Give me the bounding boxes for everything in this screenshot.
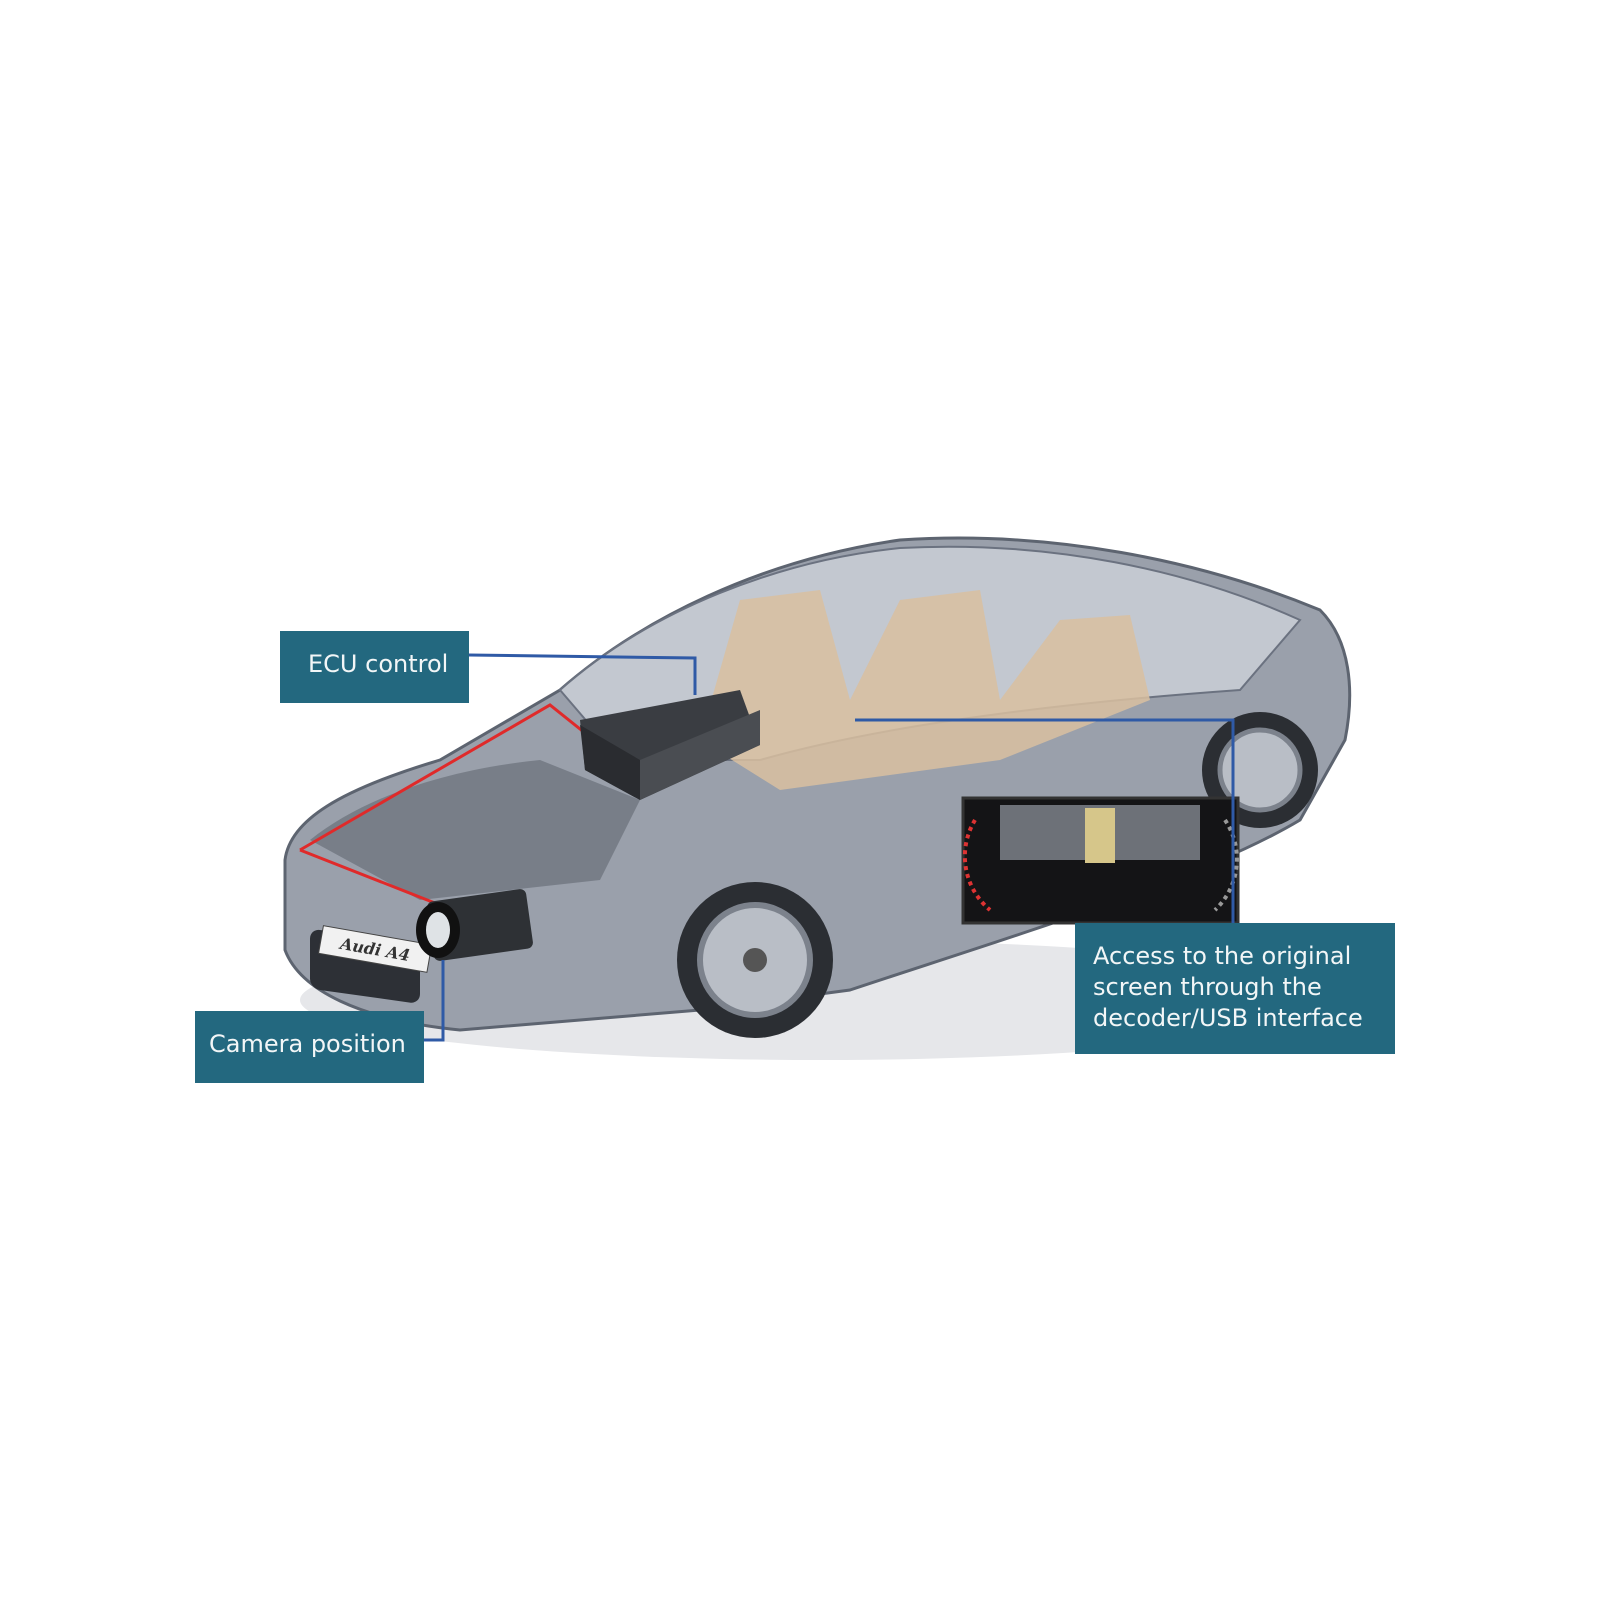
camera-position-label: Camera position: [195, 1011, 424, 1083]
screen-access-line-1: Access to the original: [1093, 942, 1352, 970]
ecu-leader-line: [468, 653, 697, 695]
screen-access-label: Access to the original screen through th…: [1075, 923, 1395, 1054]
ecu-box-image: [580, 690, 760, 800]
screen-access-line-3: decoder/USB interface: [1093, 1004, 1363, 1032]
camera-cable-lower: [299, 848, 441, 907]
camera-image: [416, 889, 533, 961]
camera-leader-line: [424, 960, 445, 1042]
ecu-control-label: ECU control: [280, 631, 469, 703]
screen-access-line-2: screen through the: [1093, 973, 1322, 1001]
ecu-control-text: ECU control: [308, 650, 449, 678]
camera-position-text: Camera position: [209, 1030, 406, 1058]
license-plate: Audi A4: [317, 925, 433, 973]
dashboard-screen-image: [961, 796, 1240, 925]
screen-leader-line: [855, 718, 1235, 923]
rear-wheel: [1202, 712, 1318, 828]
car-interior: [700, 590, 1150, 790]
front-wheel: [677, 882, 833, 1038]
